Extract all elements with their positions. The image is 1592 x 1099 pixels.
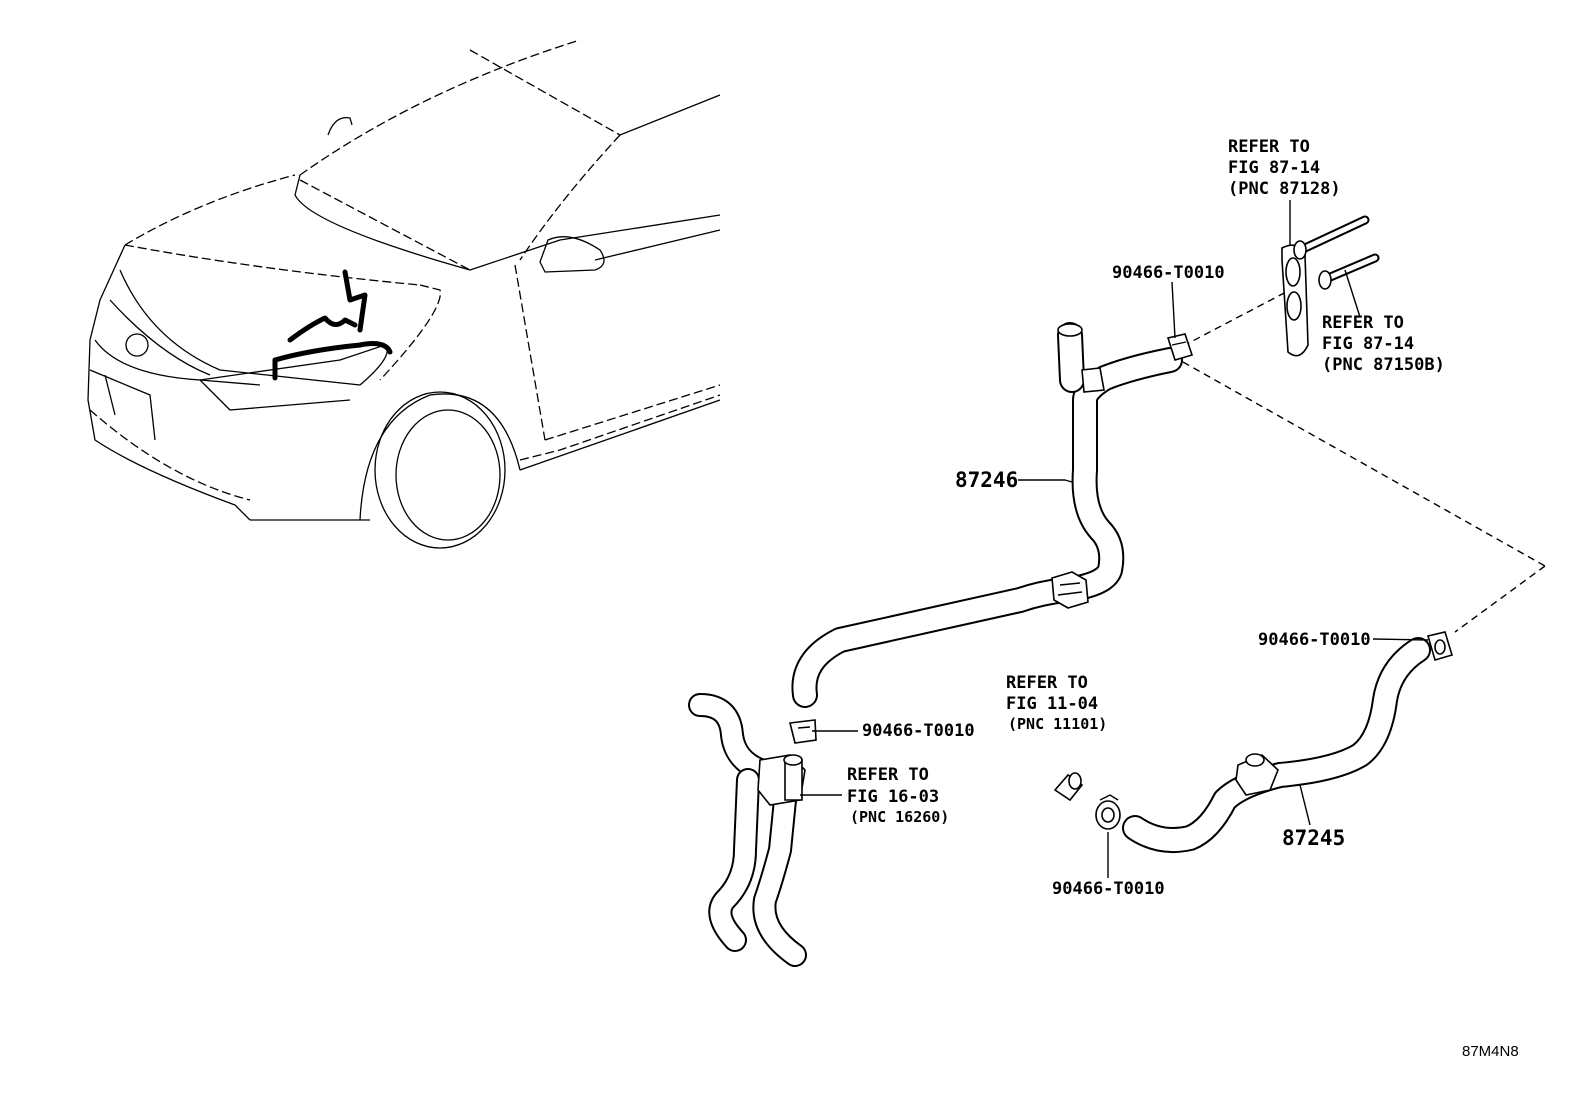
ref-87128-line1: REFER TO bbox=[1228, 137, 1310, 157]
ref-87150b-line1: REFER TO bbox=[1322, 313, 1404, 333]
ref-87128-line2: FIG 87-14 bbox=[1228, 158, 1320, 178]
diagram-code: 87M4N8 bbox=[1462, 1043, 1519, 1060]
label-ref-11101: REFER TO FIG 11-04 (PNC 11101) bbox=[1006, 673, 1107, 733]
leader-lines bbox=[800, 200, 1429, 878]
label-hose-87245: 87245 bbox=[1282, 826, 1345, 850]
ref-16260-line2: FIG 16-03 bbox=[847, 787, 939, 807]
label-clamp-top: 90466-T0010 bbox=[1112, 263, 1225, 283]
ref-87128-line3: (PNC 87128) bbox=[1228, 179, 1341, 199]
heater-valve-assembly bbox=[688, 693, 817, 967]
ref-11101-line2: FIG 11-04 bbox=[1006, 694, 1098, 714]
clamp-top-part bbox=[1166, 333, 1194, 361]
pipe-11101 bbox=[1053, 772, 1084, 802]
hose-87245 bbox=[1122, 637, 1431, 853]
label-clamp-left: 90466-T0010 bbox=[862, 721, 975, 741]
clamp-bottom-part bbox=[1095, 794, 1121, 830]
label-clamp-bottom: 90466-T0010 bbox=[1052, 879, 1165, 899]
reference-dashed-lines bbox=[1182, 289, 1546, 633]
ref-11101-line1: REFER TO bbox=[1006, 673, 1088, 693]
hose-87246 bbox=[791, 322, 1183, 708]
label-hose-87246: 87246 bbox=[955, 468, 1018, 492]
ref-16260-line1: REFER TO bbox=[847, 765, 929, 785]
ref-16260-line3: (PNC 16260) bbox=[850, 808, 949, 826]
label-ref-16260: REFER TO FIG 16-03 (PNC 16260) bbox=[847, 765, 949, 826]
bracket-87128 bbox=[1281, 244, 1309, 357]
label-ref-87128: REFER TO FIG 87-14 (PNC 87128) bbox=[1228, 137, 1341, 199]
ref-87150b-line2: FIG 87-14 bbox=[1322, 334, 1414, 354]
ref-87150b-line3: (PNC 87150B) bbox=[1322, 355, 1445, 375]
clamp-right-part bbox=[1426, 631, 1454, 661]
pipes-87150b bbox=[1293, 215, 1380, 290]
label-ref-87150b: REFER TO FIG 87-14 (PNC 87150B) bbox=[1322, 313, 1445, 375]
car-illustration bbox=[87, 39, 721, 549]
ref-11101-line3: (PNC 11101) bbox=[1008, 715, 1107, 733]
label-clamp-right: 90466-T0010 bbox=[1258, 630, 1371, 650]
